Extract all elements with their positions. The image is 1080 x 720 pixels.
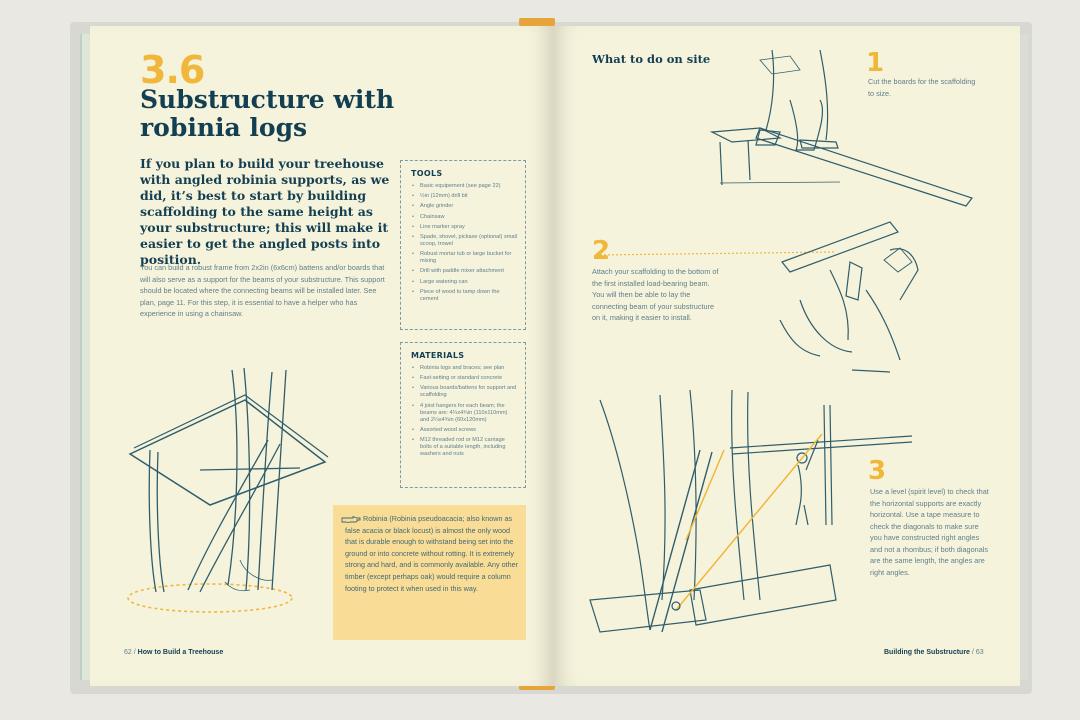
step-1-text: Cut the boards for the scaffolding to si…	[868, 77, 976, 98]
footer-separator: /	[971, 649, 974, 656]
step-2-illustration	[595, 221, 919, 373]
list-item: M12 threaded rod or M12 carriage bolts o…	[412, 437, 517, 458]
list-item: Drill with paddle mixer attachment	[412, 268, 517, 275]
step-1-illustration	[709, 49, 973, 207]
section-heading: What to do on site	[592, 52, 711, 66]
intro-paragraph: If you plan to build your treehouse with…	[140, 156, 390, 267]
chapter-number: 3.6	[140, 48, 205, 92]
chapter-title-footer: Building the Substructure	[884, 649, 970, 656]
step-2-number: 2	[592, 236, 611, 266]
list-item: Spade, shovel, pickaxe (optional) small …	[412, 234, 517, 248]
list-item: Assorted wood screws	[412, 427, 517, 434]
book-title-footer: How to Build a Treehouse	[137, 649, 224, 656]
step-3-illustration	[589, 389, 913, 633]
robinia-note: Robinia (Robinia pseudoacacia; also know…	[333, 505, 526, 640]
footer-separator: /	[133, 649, 136, 656]
step-1-number: 1	[866, 48, 885, 78]
list-item: Large watering can	[412, 279, 517, 286]
list-item: Chainsaw	[412, 214, 517, 221]
tools-list: Basic equipement (see page 22) ½in (12mm…	[411, 183, 517, 303]
materials-box: MATERIALS Robinia logs and braces; see p…	[400, 342, 526, 488]
list-item: Basic equipement (see page 22)	[412, 183, 517, 190]
list-item: Line marker spray	[412, 224, 517, 231]
right-page	[553, 26, 1020, 686]
list-item: Angle grinder	[412, 203, 517, 210]
materials-heading: MATERIALS	[411, 351, 465, 360]
list-item: Robust mortar tub or large bucket for mi…	[412, 251, 517, 265]
book-spine-top	[519, 18, 555, 26]
footer-right: Building the Substructure / 63	[884, 649, 984, 656]
page-number-left: 62	[124, 649, 132, 656]
list-item: Piece of wood to tamp down the cement	[412, 289, 517, 303]
footer-left: 62 / How to Build a Treehouse	[124, 649, 223, 656]
page-number-right: 63	[975, 649, 984, 656]
list-item: Robinia logs and braces; see plan	[412, 365, 517, 372]
list-item: ½in (12mm) drill bit	[412, 193, 517, 200]
page-edges-right	[1018, 34, 1028, 680]
list-item: Fast-setting or standard concrete	[412, 375, 517, 382]
materials-list: Robinia logs and braces; see plan Fast-s…	[411, 365, 517, 458]
book-spine-bottom	[519, 682, 555, 690]
step-2-text: Attach your scaffolding to the bottom of…	[592, 267, 719, 322]
page-title: Substructure with robinia logs	[140, 85, 395, 142]
tools-box: TOOLS Basic equipement (see page 22) ½in…	[400, 160, 526, 330]
step-3-number: 3	[868, 456, 887, 486]
hand-pointer-icon	[341, 515, 361, 523]
robinia-frame-illustration	[127, 367, 329, 613]
list-item: Various boards/battens for support and s…	[412, 385, 517, 399]
list-item: 4 joist hangers for each beam; the beams…	[412, 403, 517, 424]
note-text: Robinia (Robinia pseudoacacia; also know…	[345, 514, 518, 593]
step-3-text: Use a level (spirit level) to check that…	[870, 487, 989, 577]
tools-heading: TOOLS	[411, 169, 443, 178]
body-paragraph: You can build a robust frame from 2x2in …	[140, 263, 385, 318]
